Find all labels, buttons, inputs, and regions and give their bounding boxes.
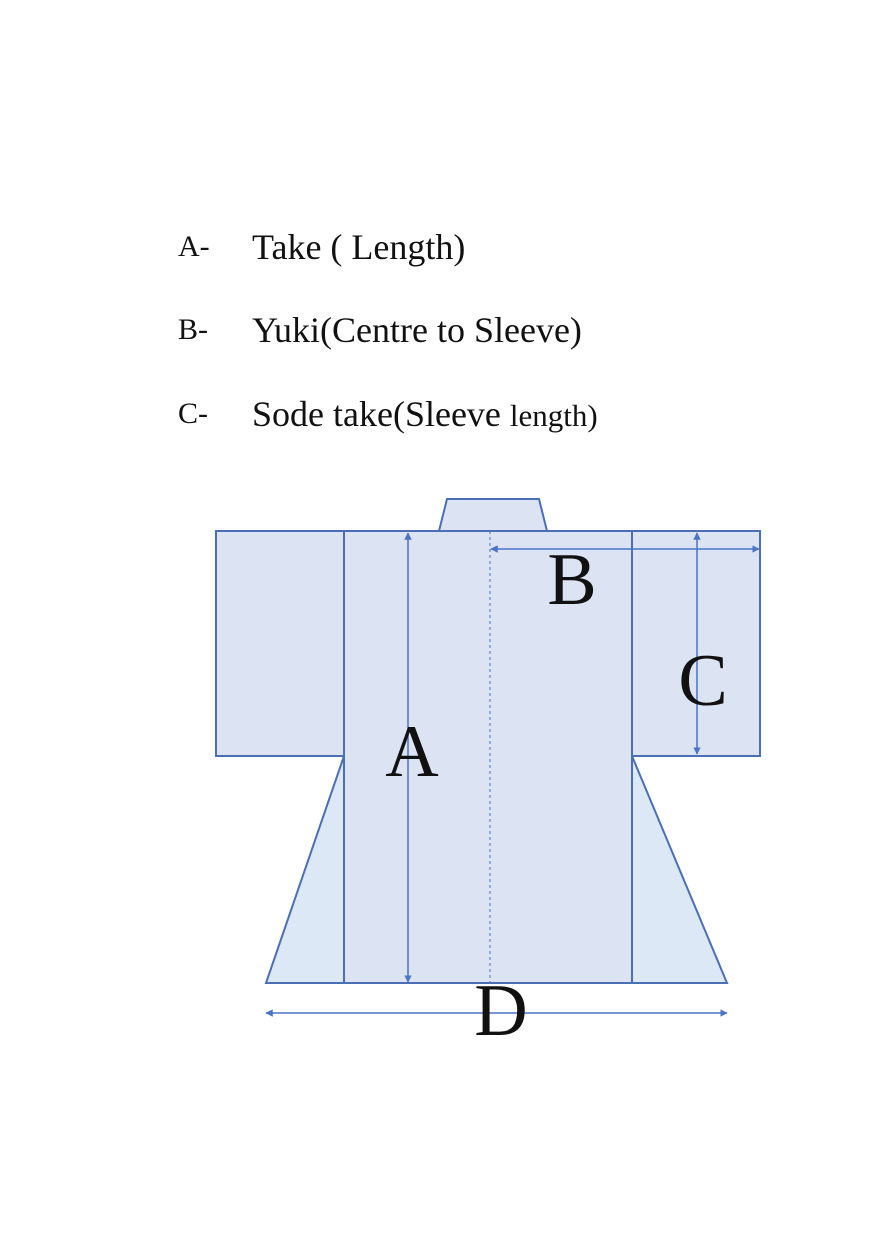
dimension-label-a: A (385, 711, 438, 793)
left-sleeve (215, 530, 345, 757)
legend-item-a: A- Take ( Length) (0, 222, 874, 272)
legend-description-suffix: length) (509, 398, 598, 433)
legend: A- Take ( Length) B- Yuki(Centre to Slee… (0, 0, 874, 460)
legend-description-main: Yuki(Centre to Sleeve) (252, 310, 582, 350)
legend-key: C- (178, 397, 208, 430)
legend-description: Sode take(Sleeve length) (252, 389, 598, 441)
collar (437, 498, 549, 532)
legend-description-main: Sode take(Sleeve (252, 394, 510, 434)
legend-key: B- (178, 313, 208, 346)
legend-description: Take ( Length) (252, 222, 465, 274)
legend-item-c: C- Sode take(Sleeve length) (0, 389, 874, 439)
dimension-label-c: C (678, 640, 727, 722)
left-skirt-panel (264, 755, 345, 984)
legend-key: A- (178, 230, 210, 263)
kimono-body (343, 530, 633, 984)
right-skirt-panel (631, 755, 729, 984)
legend-description-main: Take ( Length) (252, 227, 466, 267)
legend-item-b: B- Yuki(Centre to Sleeve) (0, 305, 874, 355)
dimension-label-d: D (474, 970, 527, 1052)
dimension-label-b: B (547, 539, 596, 621)
legend-description: Yuki(Centre to Sleeve) (252, 305, 582, 357)
